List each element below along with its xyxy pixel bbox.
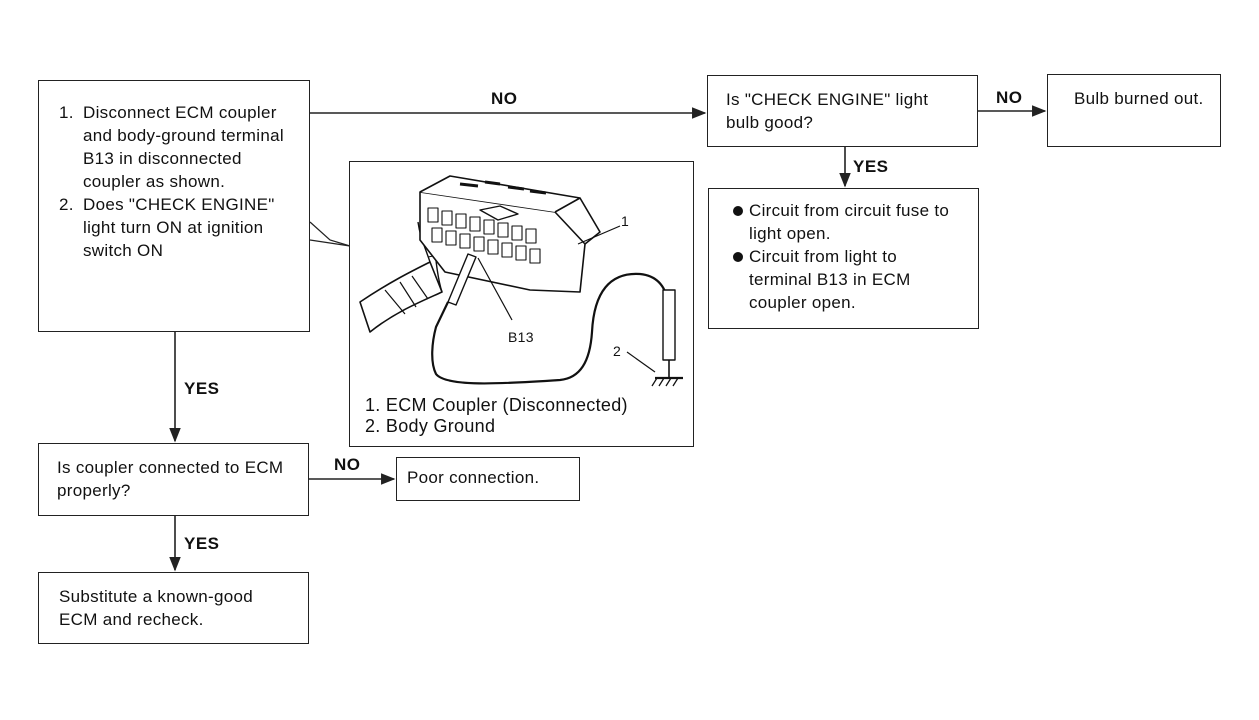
label-no-coupler: NO	[334, 455, 361, 474]
step-1-text: Disconnect ECM coupler and body-ground t…	[83, 103, 284, 191]
poor-connection-box: Poor connection.	[396, 457, 580, 501]
callout-2: 2	[613, 343, 622, 359]
legend-line-1: 1. ECM Coupler (Disconnected)	[365, 395, 628, 415]
poor-connection-text: Poor connection.	[407, 468, 540, 487]
illustration-pointer	[309, 221, 351, 247]
wire-harness	[359, 261, 443, 333]
ecm-coupler-drawing	[359, 175, 683, 387]
step-2-text: Does "CHECK ENGINE" light turn ON at ign…	[83, 195, 275, 260]
bulb-burned-box: Bulb burned out.	[1047, 74, 1221, 147]
b13-leader	[477, 257, 513, 321]
callout-1-leader	[577, 225, 621, 245]
terminal-label: B13	[508, 329, 534, 345]
circuit-open-item-1: Circuit from circuit fuse to light open.	[731, 199, 964, 245]
start-box: 1. Disconnect ECM coupler and body-groun…	[38, 80, 310, 332]
callout-1: 1	[621, 213, 630, 229]
substitute-text: Substitute a known-good ECM and recheck.	[59, 587, 254, 629]
bulb-question-text: Is "CHECK ENGINE" light bulb good?	[726, 90, 929, 132]
circuit-open-item-2: Circuit from light to terminal B13 in EC…	[731, 245, 964, 314]
label-no-right: NO	[996, 88, 1023, 107]
callout-2-leader	[626, 351, 656, 373]
substitute-box: Substitute a known-good ECM and recheck.	[38, 572, 309, 644]
label-yes-bottom: YES	[184, 534, 220, 553]
bulb-question-box: Is "CHECK ENGINE" light bulb good?	[707, 75, 978, 147]
step-1: 1. Disconnect ECM coupler and body-groun…	[59, 101, 295, 193]
bulb-burned-text: Bulb burned out.	[1074, 89, 1204, 108]
coupler-body	[419, 191, 586, 293]
step-1-number: 1.	[59, 103, 74, 122]
step-2-number: 2.	[59, 195, 74, 214]
step-2: 2. Does "CHECK ENGINE" light turn ON at …	[59, 193, 295, 262]
label-yes-left: YES	[184, 379, 220, 398]
label-no-top: NO	[491, 89, 518, 108]
illustration-box: 1 2 B13 1. ECM Coupler (Disconnected) 2.…	[349, 161, 694, 447]
circuit-open-list: Circuit from circuit fuse to light open.…	[731, 199, 964, 314]
coupler-question-text: Is coupler connected to ECM properly?	[57, 458, 284, 500]
label-yes-circuit: YES	[853, 157, 889, 176]
ground-probe	[662, 289, 676, 361]
test-probe	[447, 253, 477, 306]
coupler-question-box: Is coupler connected to ECM properly?	[38, 443, 309, 516]
circuit-open-box: Circuit from circuit fuse to light open.…	[708, 188, 979, 329]
start-steps: 1. Disconnect ECM coupler and body-groun…	[59, 101, 295, 262]
legend-line-2: 2. Body Ground	[365, 416, 496, 436]
